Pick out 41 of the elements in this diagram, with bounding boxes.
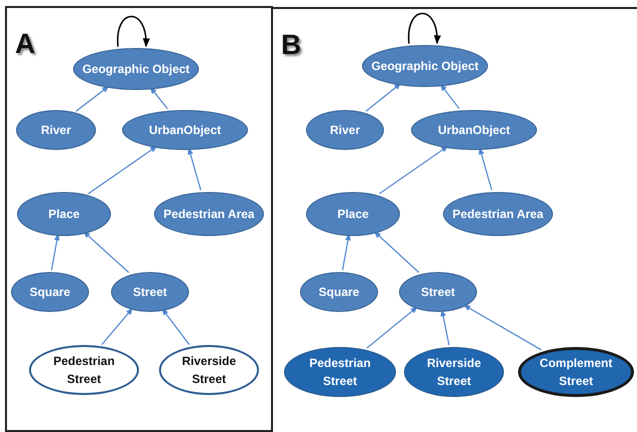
arrow <box>83 231 130 274</box>
panel-letter: B <box>281 31 302 59</box>
arrow <box>162 308 190 345</box>
arrow <box>463 304 542 350</box>
class-name: UrbanObject <box>436 122 511 139</box>
class-name: Riverside Street <box>180 353 238 388</box>
class-name: UrbanObject <box>148 122 222 139</box>
class-name: Geographic Object <box>370 58 480 75</box>
arrow <box>478 147 492 190</box>
arrow <box>440 84 460 109</box>
arrow <box>366 82 402 112</box>
class-name: Riverside Street <box>426 355 482 390</box>
class-name: Complement Street <box>538 355 614 390</box>
class-name: Place <box>47 206 81 223</box>
arrow <box>408 12 440 44</box>
class-name: River <box>40 122 72 139</box>
class-name: Pedestrian Area <box>162 206 256 223</box>
class-name: Pedestrian Street <box>308 355 372 390</box>
arrow <box>378 146 448 194</box>
arrow <box>101 308 133 346</box>
class-name: Street <box>420 284 456 301</box>
class-name: Street <box>132 284 168 301</box>
arrow <box>440 309 450 346</box>
panel-frame <box>5 6 273 432</box>
class-name: Pedestrian Street <box>52 353 116 388</box>
arrow <box>342 233 351 270</box>
class-name: Square <box>28 284 72 301</box>
arrow <box>50 233 60 270</box>
class-name: Geographic Object <box>81 61 191 78</box>
class-name: Square <box>318 284 360 301</box>
arrow <box>150 86 168 109</box>
arrow <box>88 146 158 194</box>
arrow <box>374 231 420 273</box>
class-name: Place <box>336 206 370 223</box>
arrow <box>188 147 202 190</box>
arrow <box>117 16 150 48</box>
panel-letter: A <box>15 30 36 58</box>
arrow <box>76 86 110 112</box>
class-name: Pedestrian Area <box>452 206 544 223</box>
class-name: River <box>328 122 362 139</box>
arrow <box>366 306 418 349</box>
